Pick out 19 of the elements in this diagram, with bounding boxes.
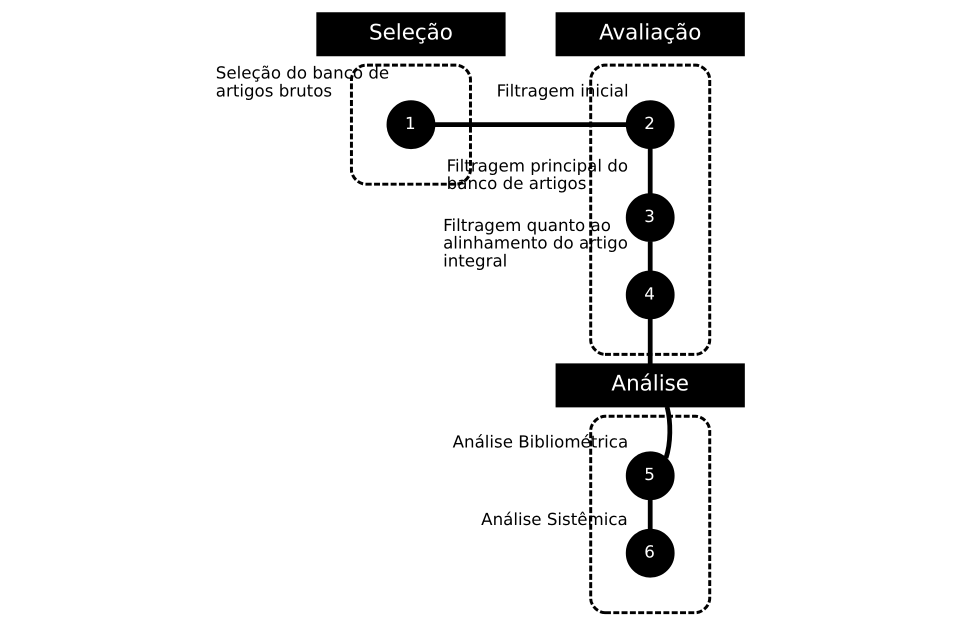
node-circle: 4: [625, 270, 674, 320]
node-label: Filtragem principal do banco de artigos: [446, 156, 628, 194]
node-box: Análise: [555, 363, 744, 408]
node-circle: 6: [625, 528, 674, 578]
node-box: Avaliação: [555, 12, 744, 56]
node-circle: 2: [625, 100, 674, 150]
node-label: Análise Bibliométrica: [452, 432, 628, 452]
node-circle: 5: [625, 451, 674, 500]
node-label: Análise Sistêmica: [480, 510, 628, 529]
node-label: Filtragem inicial: [496, 81, 628, 100]
connector: [647, 500, 652, 530]
connector: [647, 242, 652, 271]
connector: [647, 318, 652, 364]
node-label: Seleção do banco de artigos brutos: [215, 63, 389, 100]
node-box: Seleção: [316, 12, 506, 56]
connector: [434, 122, 626, 128]
connector: [647, 148, 652, 194]
node-circle: 3: [625, 193, 674, 242]
node-circle: 1: [386, 100, 435, 150]
